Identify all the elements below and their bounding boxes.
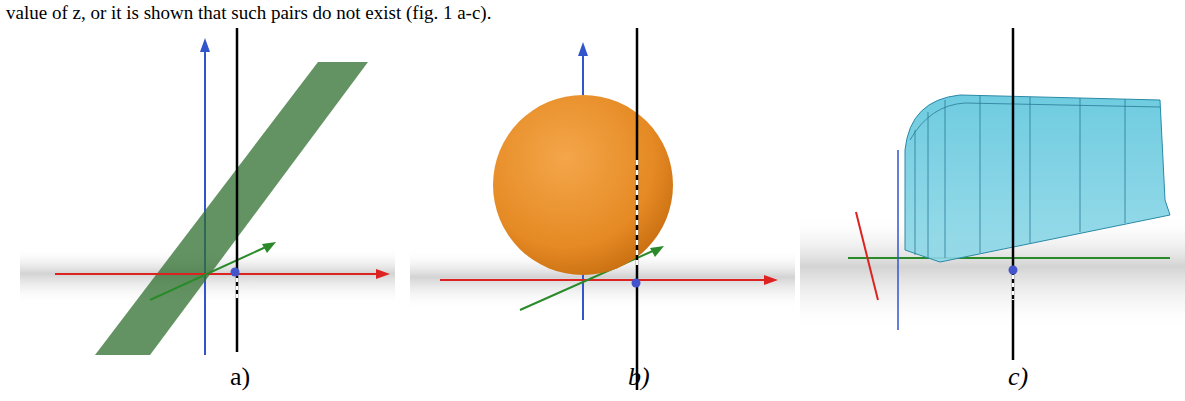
panel-label: a) xyxy=(230,363,250,392)
vertical-line xyxy=(636,28,639,390)
x-axis xyxy=(440,279,768,281)
body-text: value of z, or it is shown that such pai… xyxy=(6,3,491,24)
arrow-head xyxy=(764,275,778,285)
dashed-segment xyxy=(1012,275,1015,300)
panel-c-plot xyxy=(800,28,1185,360)
arrow-head xyxy=(200,38,210,52)
point xyxy=(231,268,240,277)
point xyxy=(1009,266,1018,275)
z-axis xyxy=(897,150,899,330)
dashed-segment xyxy=(636,160,639,268)
panel-label: b) xyxy=(628,363,650,392)
y-axis xyxy=(150,246,268,300)
arrow-head xyxy=(650,246,664,257)
point xyxy=(632,279,641,288)
arrow-head xyxy=(262,242,276,253)
x-axis xyxy=(856,212,878,300)
vertical-line xyxy=(236,28,239,352)
arrow-head xyxy=(578,42,588,56)
x-axis xyxy=(55,273,380,275)
vertical-line xyxy=(1012,28,1015,360)
surface-grid xyxy=(910,96,1160,258)
sphere xyxy=(493,95,673,275)
z-axis xyxy=(204,48,206,355)
surface xyxy=(905,95,1170,262)
panel-b-plot xyxy=(410,28,795,390)
arrow-head xyxy=(376,269,390,279)
panel-label: c) xyxy=(1008,363,1028,392)
y-axis xyxy=(848,257,1170,259)
plane-surface xyxy=(95,62,368,355)
panel-a-plot xyxy=(20,28,395,355)
